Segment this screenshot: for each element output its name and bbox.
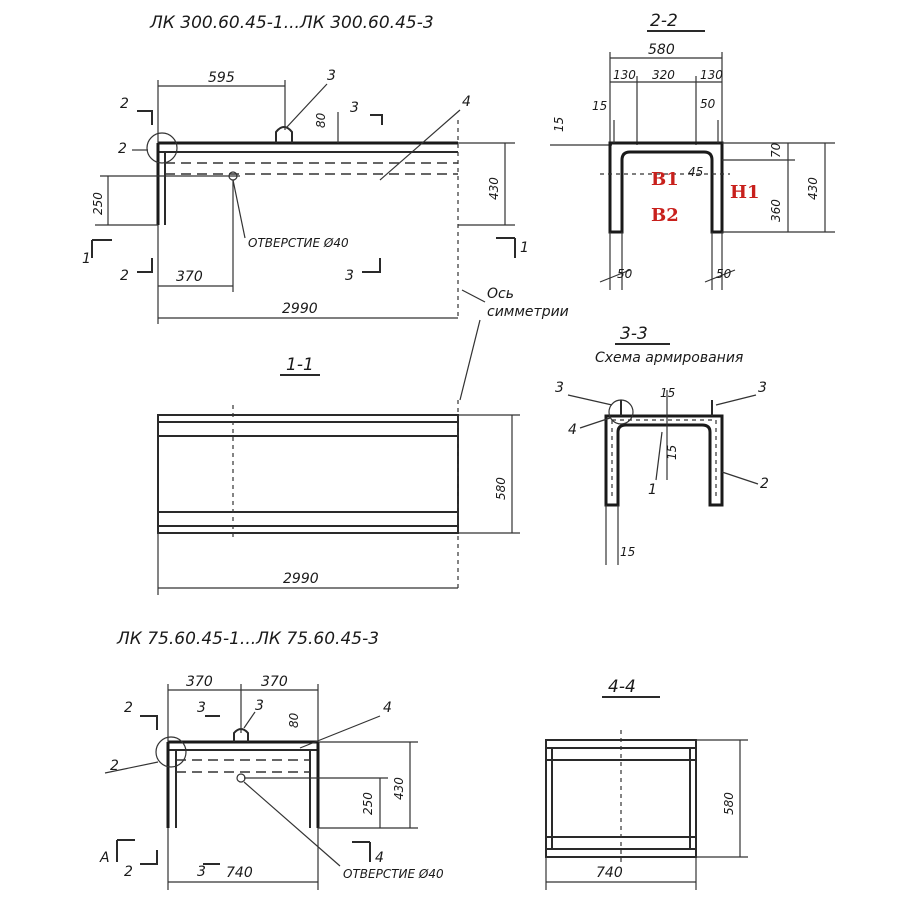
label-4-33: 4 (568, 422, 577, 438)
dim-320: 320 (652, 68, 675, 82)
dim-50-b: 50 (617, 267, 633, 281)
section-2-2-title: 2-2 (650, 11, 678, 31)
sec-2-b-upper: 2 (124, 700, 133, 716)
channel-profile-33 (604, 414, 724, 507)
dim-15-33c: 15 (620, 545, 635, 559)
title-bottom: ЛК 75.60.45-1...ЛК 75.60.45-3 (116, 629, 379, 649)
channel-profile-22 (608, 141, 724, 234)
dim-580-22: 580 (648, 42, 675, 58)
sec-4-b-lower: 4 (375, 850, 384, 866)
label-3-right: 3 (758, 380, 767, 396)
marker-A: A (99, 850, 110, 866)
dim-2990-top: 2990 (282, 301, 318, 317)
dim-250: 250 (91, 192, 105, 215)
annotation-H1: H1 (730, 182, 760, 203)
dim-130-b: 130 (700, 68, 723, 82)
section-2-2: 2-2 580 130 320 130 15 50 15 45 70 360 4… (550, 11, 835, 290)
annotation-B1: B1 (651, 169, 679, 190)
sec-1-right: 1 (520, 240, 529, 256)
section-3-3-title: 3-3 (620, 324, 648, 344)
annotation-B2: B2 (651, 205, 679, 226)
label-4-b: 4 (383, 700, 392, 716)
dim-580-44: 580 (722, 792, 736, 815)
dim-370-a: 370 (186, 674, 213, 690)
label-3-left: 3 (555, 380, 564, 396)
sec-1-left: 1 (82, 251, 91, 267)
sec-2-upper: 2 (120, 96, 129, 112)
dim-370-b: 370 (261, 674, 288, 690)
top-elevation: 595 3 80 3 4 2 2 250 430 1 2 370 ОТВЕ (82, 68, 569, 401)
dim-250-b: 250 (361, 792, 375, 815)
dim-740-44: 740 (596, 865, 623, 881)
dim-80: 80 (314, 112, 328, 128)
dim-740-b: 740 (226, 865, 253, 881)
sec-3-b-lower: 3 (197, 864, 206, 880)
dim-430-top: 430 (487, 177, 501, 200)
dim-15-b: 15 (552, 117, 566, 132)
hole-label-bottom: ОТВЕРСТИЕ Ø40 (343, 867, 444, 881)
bottom-elevation: 370 370 2 3 3 80 4 2 250 430 A 2 3 4 74 (99, 674, 444, 890)
dim-45: 45 (688, 165, 703, 179)
section-3-3: 3-3 Схема армирования 3 3 4 15 15 1 2 15 (555, 324, 769, 565)
dim-580-11: 580 (494, 477, 508, 500)
label-2-b-circle: 2 (110, 758, 119, 774)
detail-circle (146, 132, 178, 164)
label-3-top: 3 (327, 68, 336, 84)
hole-label-top: ОТВЕРСТИЕ Ø40 (248, 236, 349, 250)
dim-430-22: 430 (806, 177, 820, 200)
sec-3-lower: 3 (345, 268, 354, 284)
dim-15-33b: 15 (665, 445, 679, 460)
dim-360: 360 (769, 199, 783, 222)
axis-label-2: симметрии (487, 304, 569, 320)
dim-70: 70 (769, 142, 783, 158)
dim-2990-11: 2990 (283, 571, 319, 587)
section-1-1-title: 1-1 (286, 355, 314, 375)
label-3-b: 3 (255, 698, 264, 714)
label-2-33: 2 (760, 476, 769, 492)
dim-430-b: 430 (392, 777, 406, 800)
sec-2-b-lower: 2 (124, 864, 133, 880)
dim-80-b: 80 (287, 712, 301, 728)
title-top: ЛК 300.60.45-1...ЛК 300.60.45-3 (149, 13, 434, 33)
sec-3-b-upper: 3 (197, 700, 206, 716)
dim-50-a: 50 (700, 97, 716, 111)
dim-595: 595 (208, 70, 235, 86)
plan-outline-11 (157, 414, 459, 534)
section-4-4: 4-4 580 740 (545, 677, 748, 890)
section-1-1: 1-1 580 2990 (157, 355, 520, 595)
dim-15-33a: 15 (660, 386, 675, 400)
label-4-top: 4 (462, 94, 471, 110)
label-1-33: 1 (648, 482, 657, 498)
lifting-loop (275, 126, 293, 143)
dim-50-c: 50 (716, 267, 732, 281)
sec-3-top: 3 (350, 100, 359, 116)
dim-370-top: 370 (176, 269, 203, 285)
hole-leader (232, 179, 246, 239)
axis-label-1: Ось (487, 286, 514, 302)
sec-2-lower: 2 (120, 268, 129, 284)
section-4-4-title: 4-4 (608, 677, 636, 697)
label-2-circle: 2 (118, 141, 127, 157)
section-3-3-subtitle: Схема армирования (595, 350, 743, 366)
dim-15-a: 15 (592, 99, 607, 113)
dim-130-a: 130 (613, 68, 636, 82)
